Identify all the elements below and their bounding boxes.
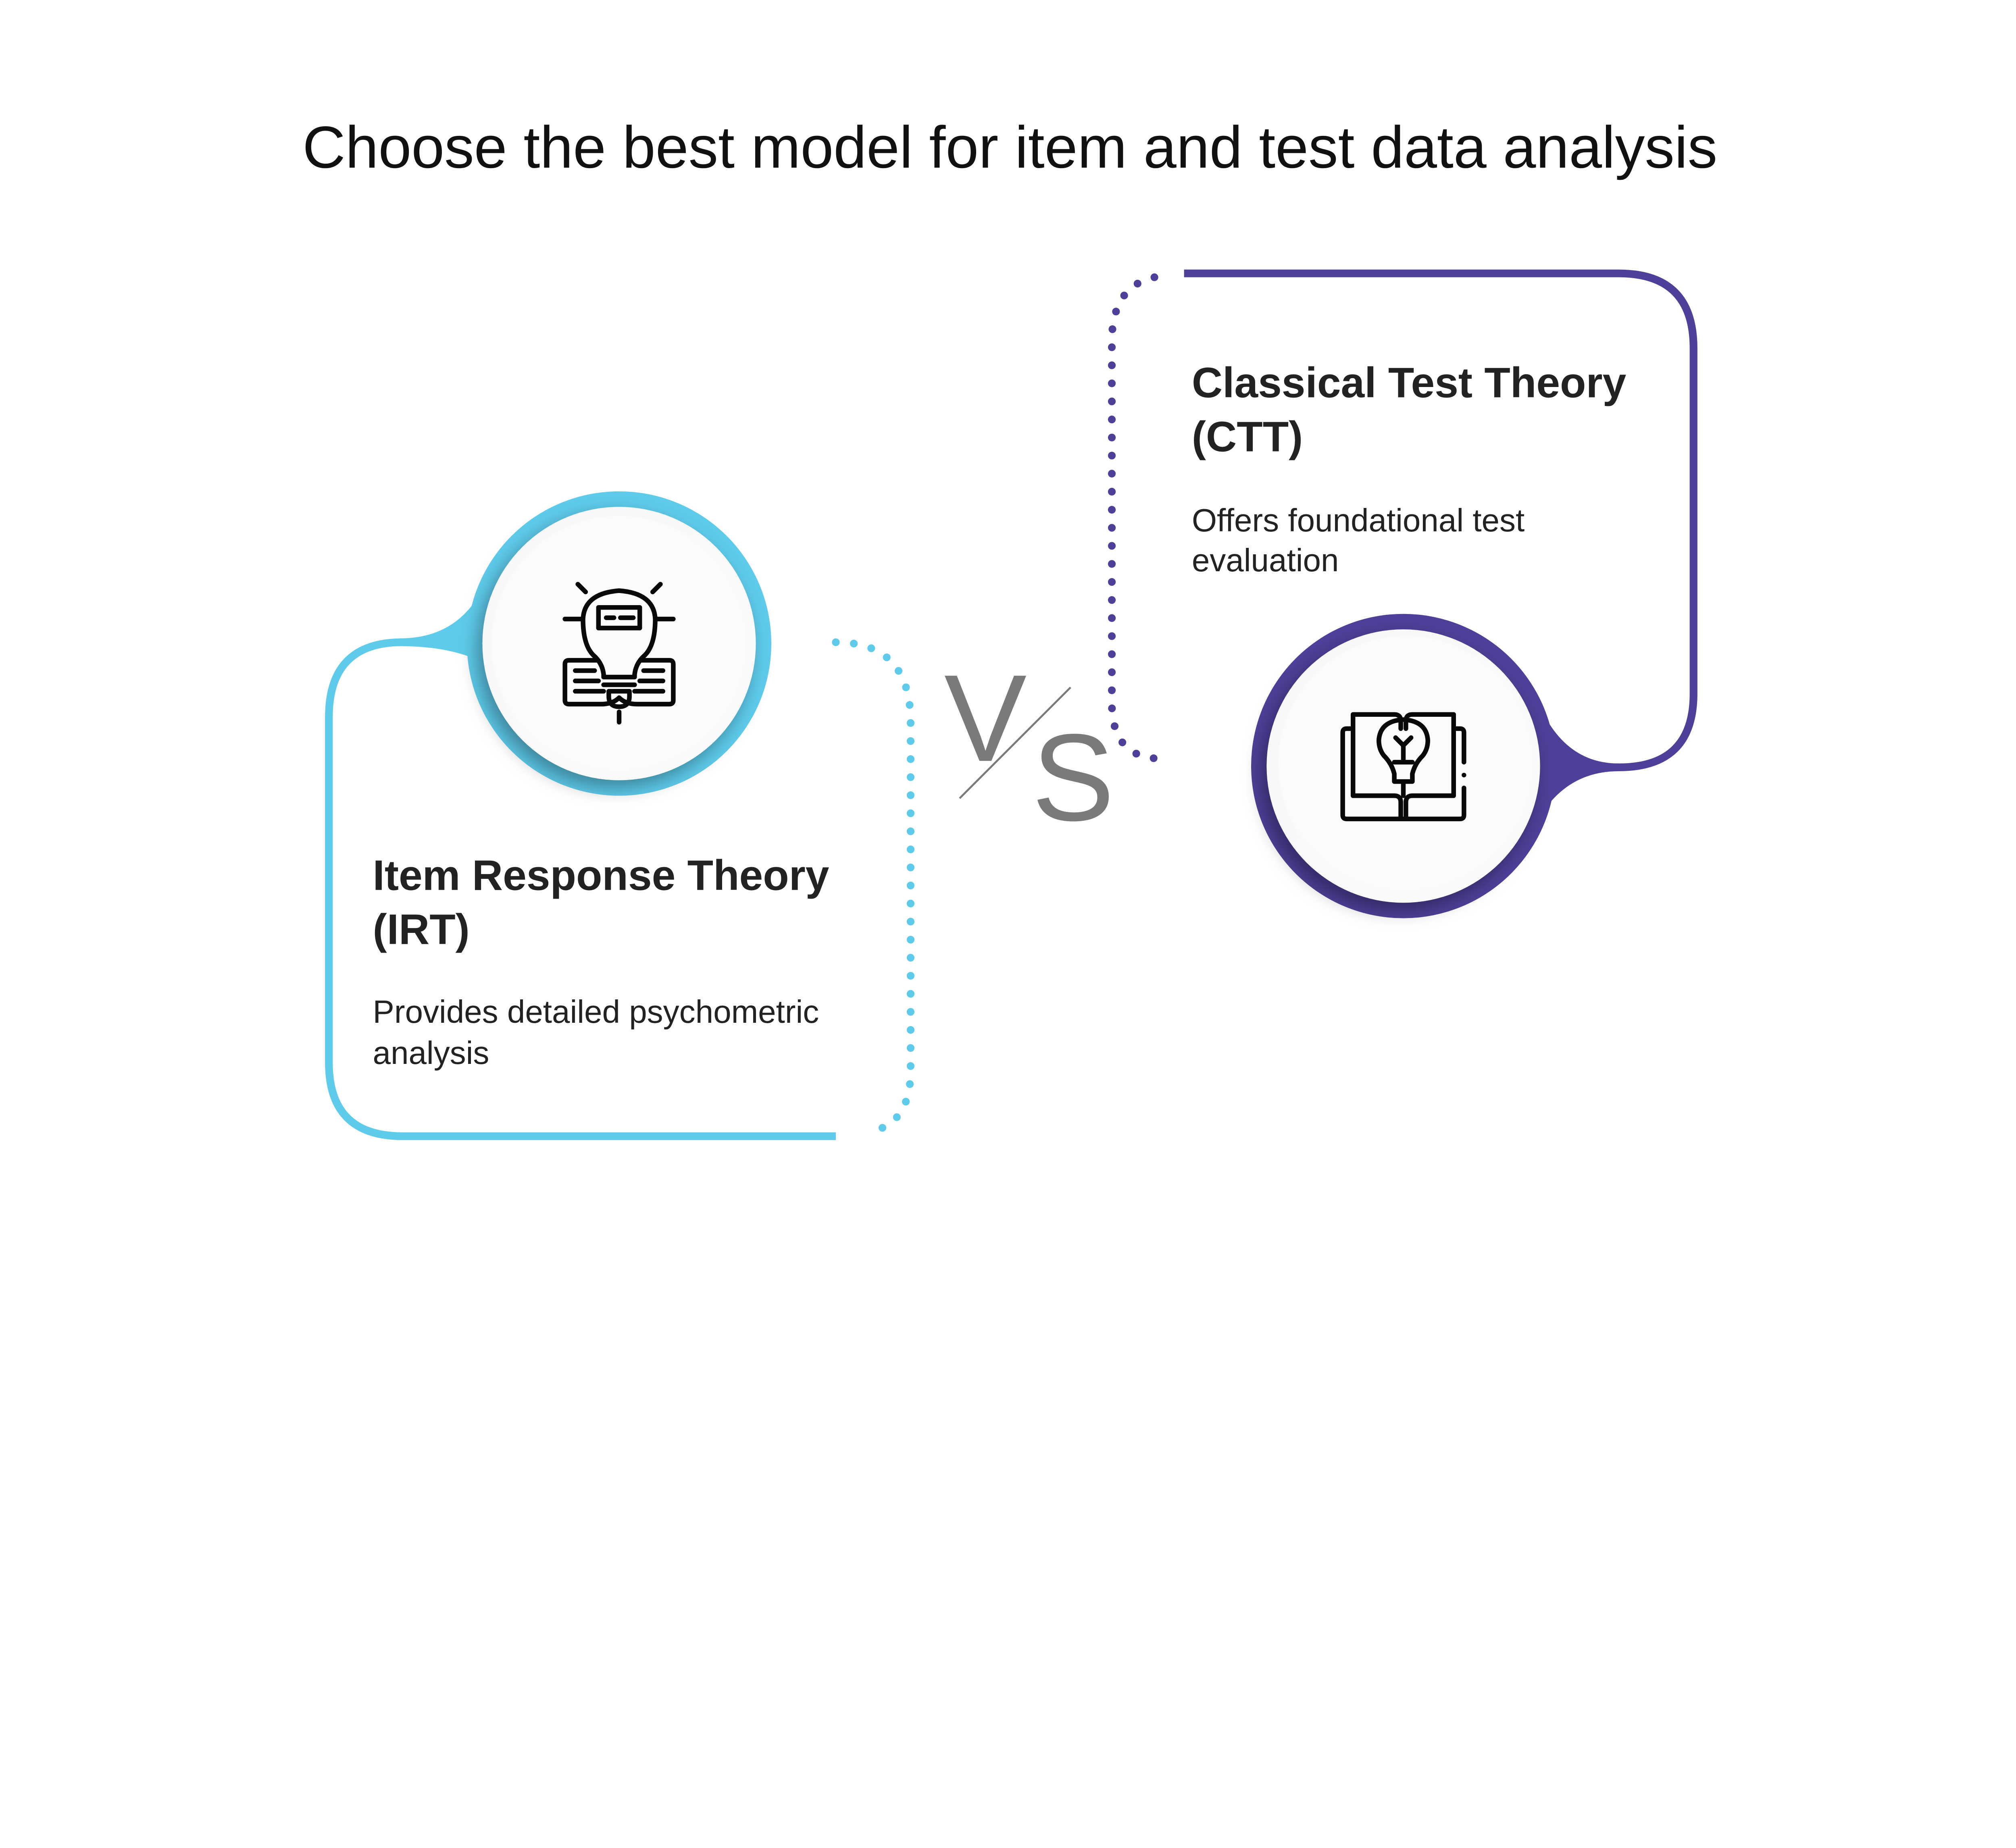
vs-letter-v: V: [944, 649, 1027, 787]
irt-card: Item Response Theory (IRT) Provides deta…: [325, 491, 915, 1140]
vs-slash: [959, 687, 1071, 799]
irt-dotted-line: [832, 638, 915, 1136]
ctt-heading: Classical Test Theory: [1192, 359, 1627, 406]
page-title: Choose the best model for item and test …: [302, 114, 1717, 181]
ctt-dotted-line: [1108, 273, 1158, 762]
open-book-lightbulb-icon: [1340, 712, 1466, 822]
ctt-description: Offers foundational test: [1192, 502, 1524, 538]
vs-letter-s: S: [1032, 709, 1114, 847]
irt-badge-inner: [491, 516, 747, 771]
lightbulb-book-icon: [562, 582, 676, 725]
vs-mark: V S: [944, 649, 1114, 847]
irt-description: Provides detailed psychometric: [373, 994, 819, 1030]
irt-heading: Item Response Theory: [373, 851, 829, 899]
ctt-frame-line: [1184, 269, 1697, 771]
ctt-card: Classical Test Theory (CTT) Offers found…: [1108, 269, 1697, 918]
irt-heading-abbr: (IRT): [373, 906, 470, 953]
irt-description-cont: analysis: [373, 1035, 489, 1071]
irt-frame-line: [325, 638, 836, 1140]
comparison-diagram: Choose the best model for item and test …: [302, 114, 1717, 1140]
ctt-neck: [1535, 709, 1619, 826]
ctt-heading-abbr: (CTT): [1192, 413, 1303, 461]
ctt-description-cont: evaluation: [1192, 542, 1339, 578]
